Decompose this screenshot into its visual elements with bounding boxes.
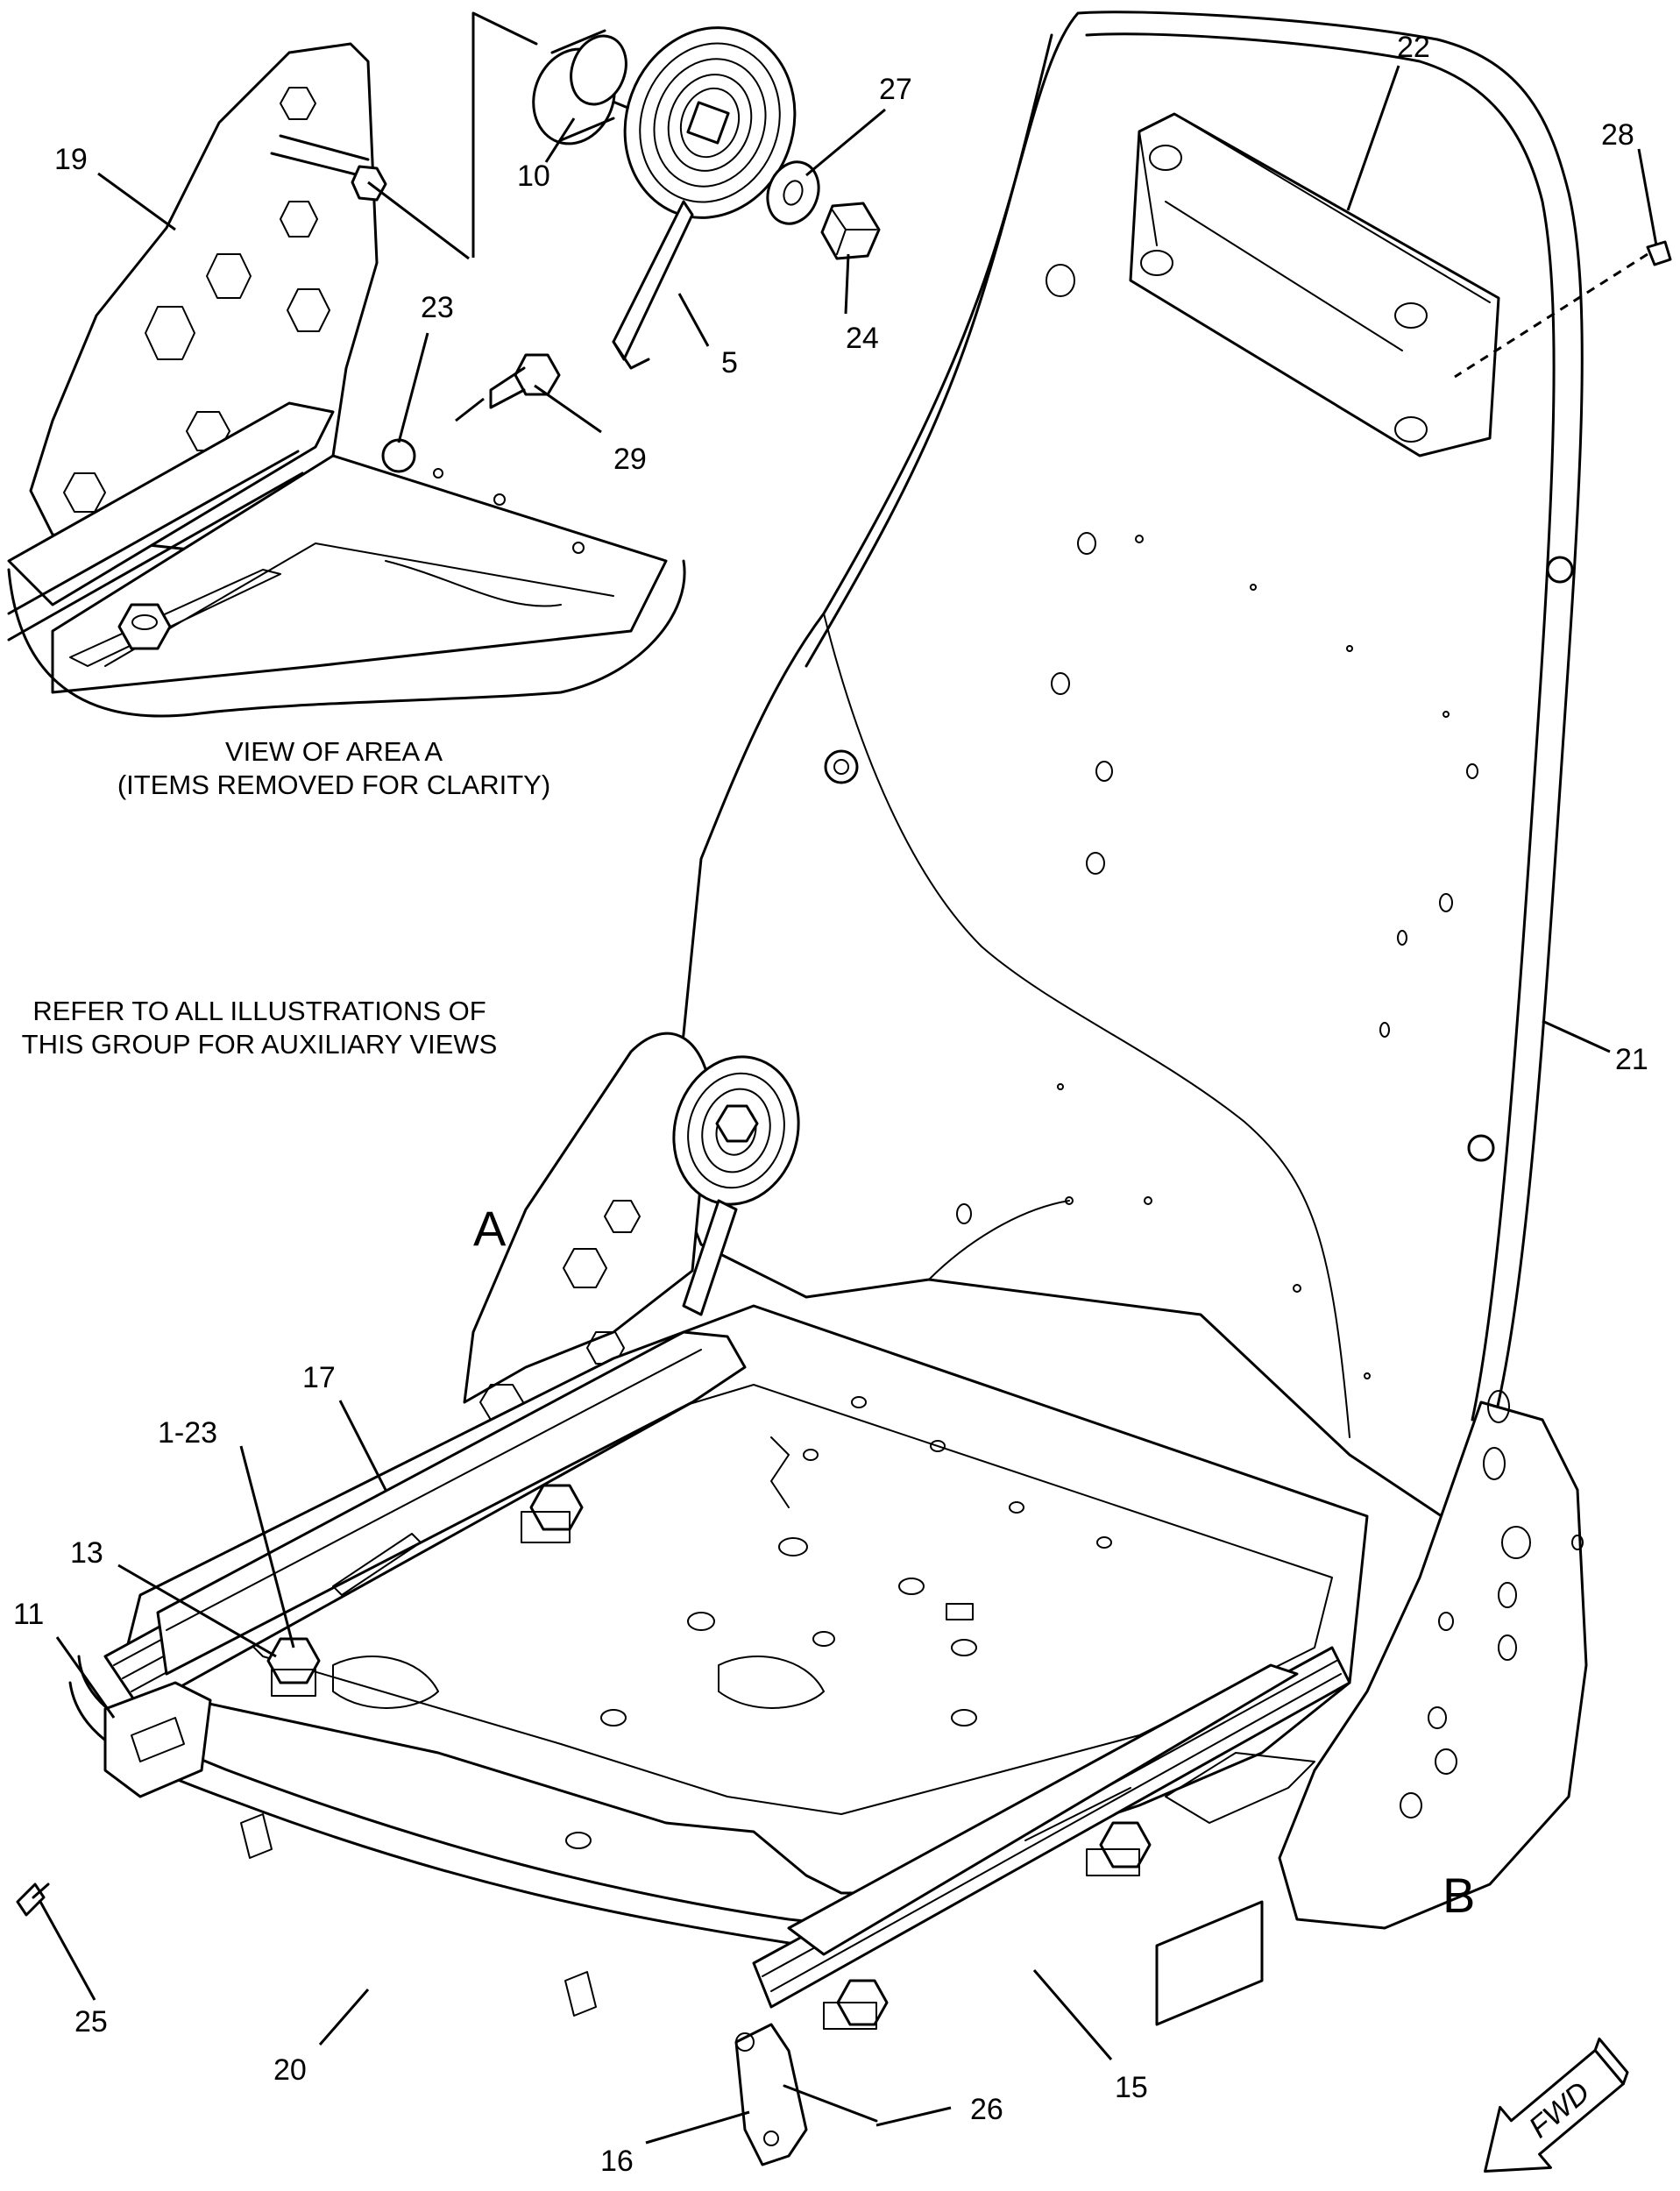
callout-20: 20 — [273, 2053, 307, 2087]
seat-back-frame — [664, 11, 1672, 1544]
callout-21: 21 — [1615, 1043, 1648, 1076]
callout-28: 28 — [1601, 118, 1634, 152]
callout-labels: 19 23 10 5 27 24 29 22 28 21 17 1-23 13 … — [13, 31, 1648, 2178]
reference-note-line1: REFER TO ALL ILLUSTRATIONS OF — [32, 996, 486, 1026]
callout-24: 24 — [846, 322, 879, 355]
reference-note-line2: THIS GROUP FOR AUXILIARY VIEWS — [22, 1029, 498, 1060]
callout-22: 22 — [1397, 31, 1430, 64]
callout-17: 17 — [302, 1361, 336, 1394]
view-label-b: B — [1443, 1868, 1475, 1923]
callout-leader-lines — [38, 65, 1658, 2145]
nut-part-24 — [820, 202, 881, 260]
callout-11: 11 — [13, 1598, 44, 1631]
spacer-part-10 — [532, 29, 627, 145]
callout-16: 16 — [600, 2145, 634, 2178]
callout-10: 10 — [517, 160, 550, 193]
detail-view-caption: VIEW OF AREA A (ITEMS REMOVED FOR CLARIT… — [117, 736, 550, 800]
view-area-caption-line1: VIEW OF AREA A — [225, 736, 443, 767]
spiral-spring-part-5 — [612, 26, 797, 370]
seat-frame-and-rails — [16, 1304, 1588, 2166]
callout-1-23: 1-23 — [158, 1416, 217, 1450]
callout-5: 5 — [721, 346, 738, 379]
callout-29: 29 — [613, 443, 647, 476]
callout-25: 25 — [74, 2005, 108, 2039]
washer-part-27 — [766, 160, 820, 225]
callout-23: 23 — [421, 291, 454, 324]
reference-note: REFER TO ALL ILLUSTRATIONS OF THIS GROUP… — [22, 996, 498, 1060]
callout-15: 15 — [1115, 2071, 1148, 2104]
callout-13: 13 — [70, 1536, 103, 1570]
callout-27: 27 — [879, 73, 912, 106]
view-area-caption-line2: (ITEMS REMOVED FOR CLARITY) — [117, 769, 550, 800]
view-label-a: A — [473, 1201, 507, 1256]
callout-26: 26 — [970, 2093, 1003, 2126]
fwd-direction-arrow: FWD — [1484, 2037, 1629, 2173]
detail-view-area-a — [7, 11, 786, 718]
callout-19: 19 — [54, 143, 88, 176]
